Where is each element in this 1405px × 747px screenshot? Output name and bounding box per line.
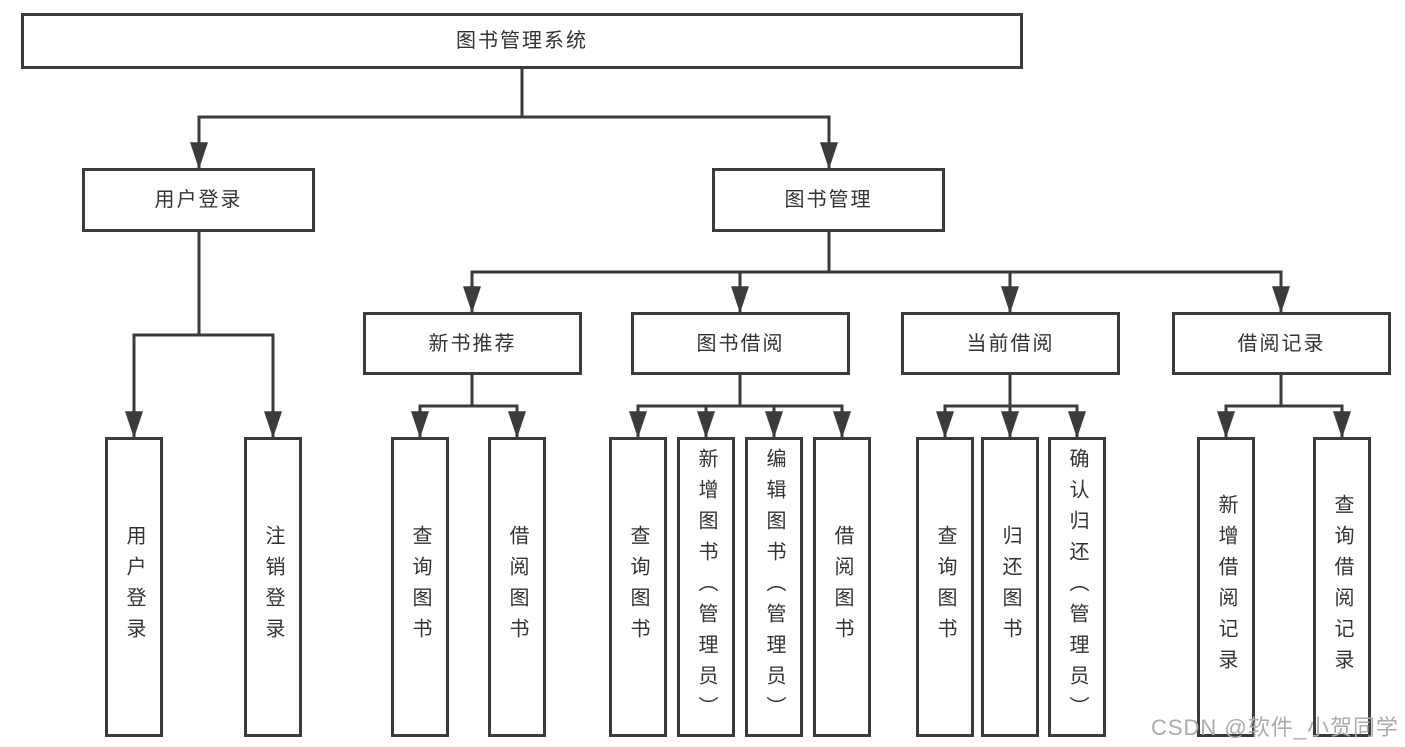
leaf-confirm-return-admin: 确认归还（管理员） — [1048, 437, 1106, 737]
leaf-query-books-current: 查询图书 — [916, 437, 974, 737]
leaf-query-books-recommend: 查询图书 — [391, 437, 449, 737]
leaf-add-borrow-record: 新增借阅记录 — [1197, 437, 1255, 737]
node-current-borrowing: 当前借阅 — [901, 312, 1120, 375]
node-book-borrowing: 图书借阅 — [631, 312, 850, 375]
leaf-add-book-admin: 新增图书（管理员） — [677, 437, 735, 737]
leaf-borrow-books-recommend: 借阅图书 — [488, 437, 546, 737]
leaf-user-login: 用户登录 — [105, 437, 163, 737]
leaf-query-books-borrowing: 查询图书 — [609, 437, 667, 737]
node-new-book-recommendation: 新书推荐 — [363, 312, 582, 375]
leaf-return-books: 归还图书 — [981, 437, 1039, 737]
leaf-edit-book-admin: 编辑图书（管理员） — [745, 437, 803, 737]
leaf-logout: 注销登录 — [244, 437, 302, 737]
leaf-borrow-books-borrowing: 借阅图书 — [813, 437, 871, 737]
csdn-watermark: CSDN @软件_小贺同学 — [1150, 715, 1399, 740]
node-book-management: 图书管理 — [712, 168, 945, 232]
leaf-query-borrow-record: 查询借阅记录 — [1313, 437, 1371, 737]
node-borrowing-records: 借阅记录 — [1172, 312, 1391, 375]
node-library-management-system: 图书管理系统 — [21, 13, 1023, 69]
node-user-login: 用户登录 — [82, 168, 315, 232]
